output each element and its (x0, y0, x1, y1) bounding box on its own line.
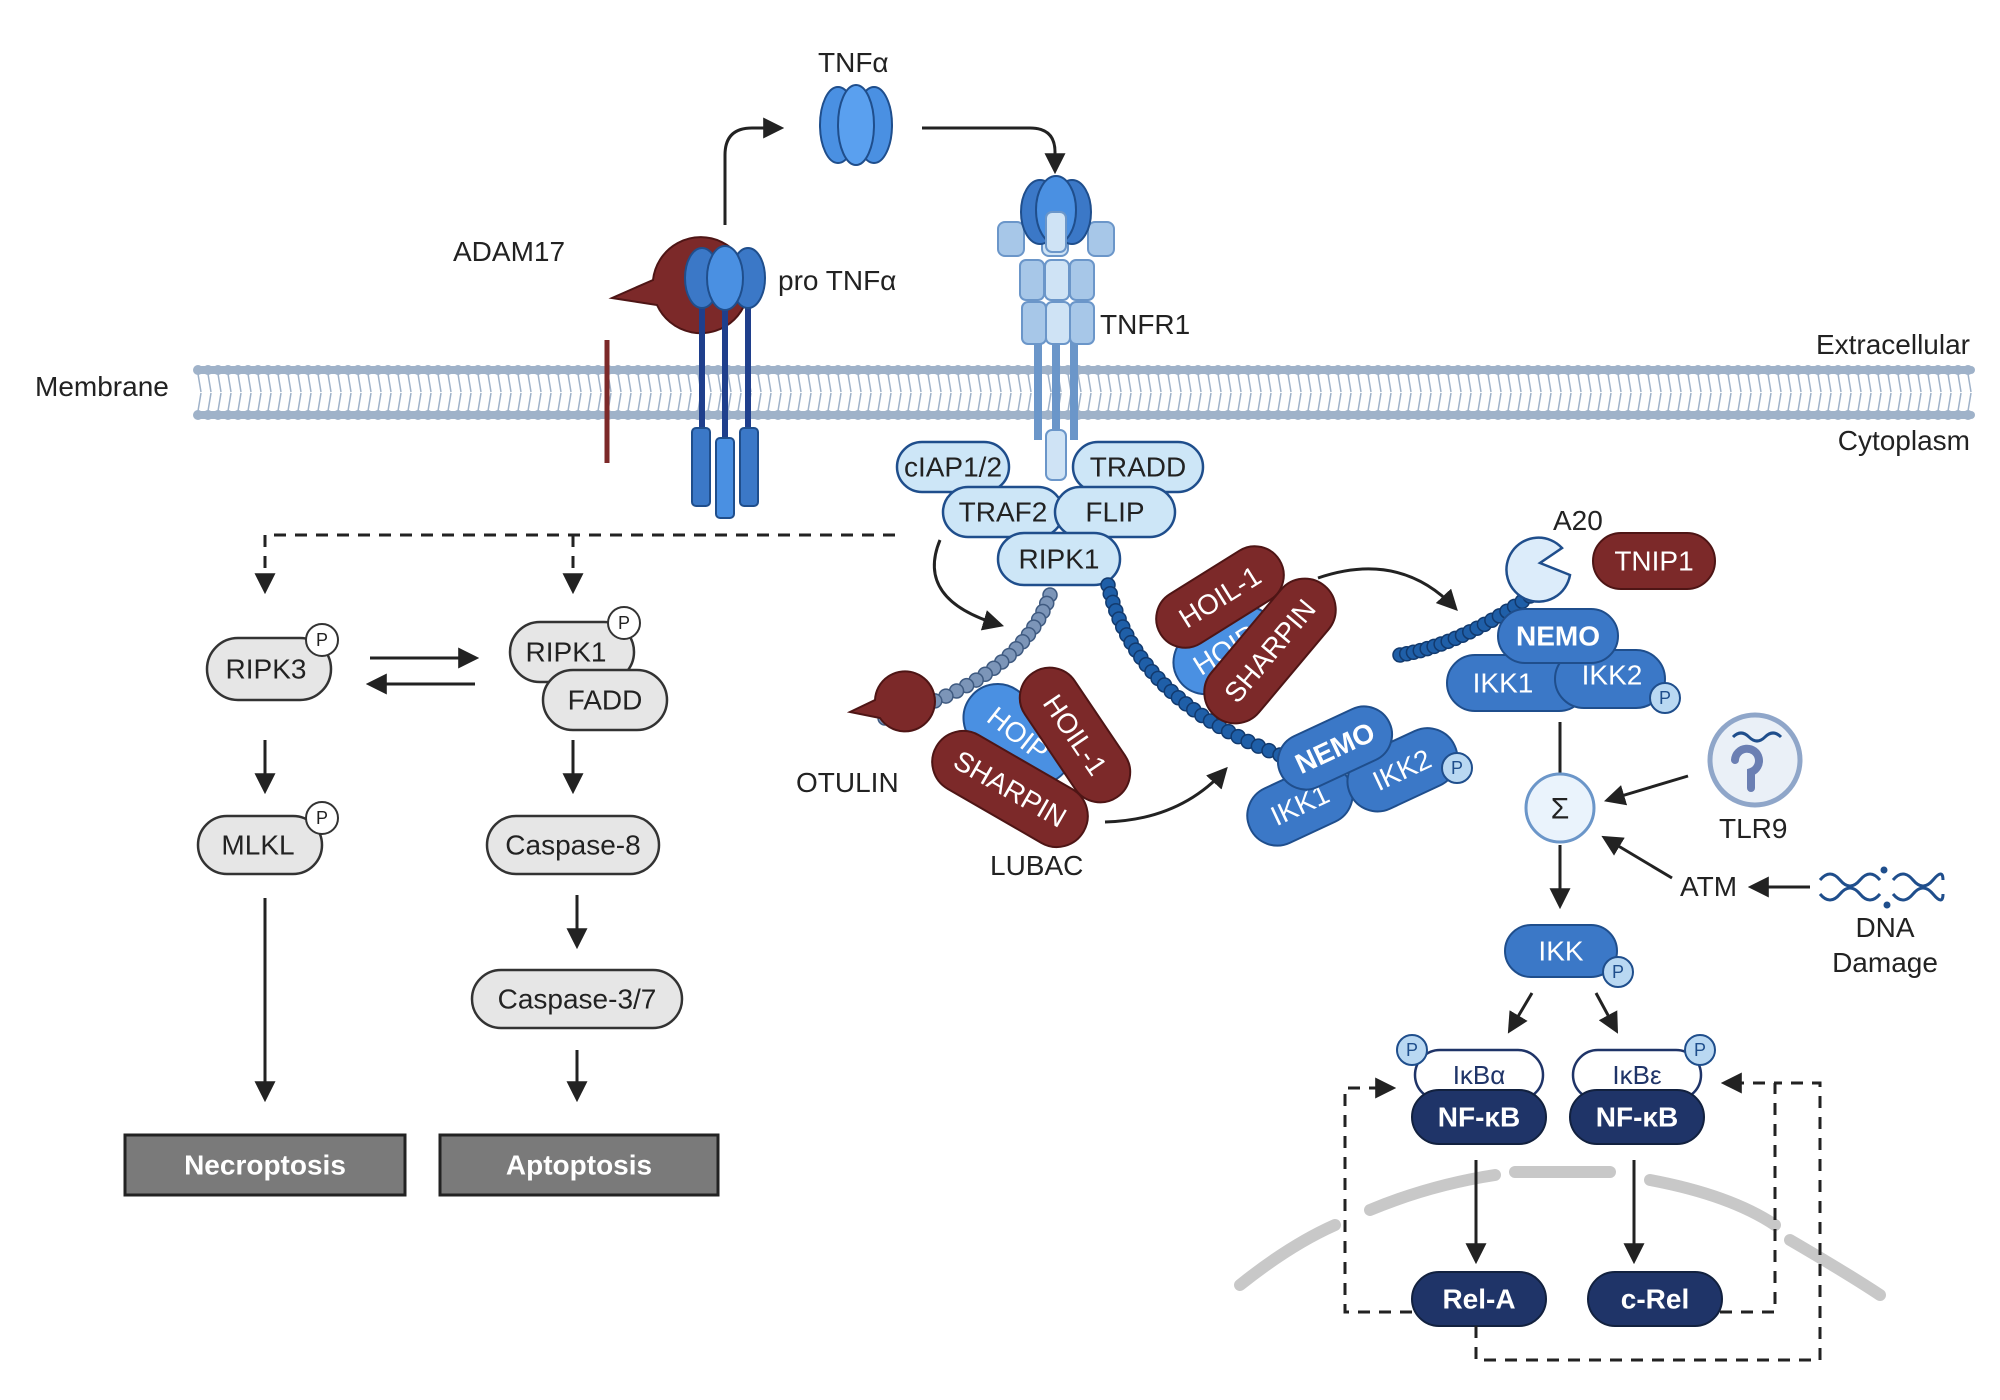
dna-damage-icon (1818, 866, 1945, 909)
ubiquitin-chains (877, 577, 1538, 763)
arrow-pro-to-tnfa (723, 117, 785, 225)
phospho-text: P (618, 613, 630, 633)
phospho-text: P (1659, 688, 1671, 708)
ikk-complex-right: IKK1 IKK2 NEMO P (1446, 608, 1681, 714)
lubac-label: LUBAC (990, 850, 1083, 881)
nfkb-left-text: NF-κB (1438, 1102, 1520, 1133)
arrow-complex-to-chain (932, 539, 1005, 631)
traf2-text: TRAF2 (959, 497, 1048, 528)
arrow-lubac-to-nemo (1104, 766, 1228, 824)
dna-damage-label-1: DNA (1855, 912, 1914, 943)
ciap-text: cIAP1/2 (904, 452, 1002, 483)
nfkb-right-text: NF-κB (1596, 1102, 1678, 1133)
sigma-text: Σ (1551, 793, 1570, 826)
pro-tnfa-protein (684, 245, 766, 519)
tnfa-trimer (819, 84, 893, 166)
tnfa-label: TNFα (818, 47, 889, 78)
nemo-text: NEMO (1516, 621, 1600, 652)
tradd-text: TRADD (1090, 452, 1186, 483)
tnfr1-receptor (997, 175, 1115, 481)
arrow-tlr9-to-sigma (1603, 774, 1689, 806)
nfkb-complexes: IκBα NF-κB P IκBε NF-κB P (1396, 1034, 1716, 1145)
mlkl-pill (196, 814, 324, 876)
caspase37-text: Caspase-3/7 (498, 984, 657, 1015)
arrow-to-a20-complex (1317, 567, 1458, 612)
necroptosis-text: Necroptosis (184, 1150, 346, 1181)
apoptosis-text: Aptoptosis (506, 1150, 652, 1181)
tlr9-label: TLR9 (1719, 813, 1787, 844)
ikk-complex-middle: IKK1 IKK2 NEMO P (1246, 705, 1473, 847)
fadd-pill (541, 668, 669, 732)
pro-tnfa-label: pro TNFα (778, 265, 896, 296)
cell-death-pathway: RIPK3 P RIPK1 P FADD MLKL P Caspase-8 Ca… (123, 606, 720, 1197)
membrane-label: Membrane (35, 371, 169, 402)
apoptosis-box (438, 1133, 720, 1197)
feedback-loops (1343, 1072, 1822, 1362)
otulin-label: OTULIN (796, 767, 899, 798)
necroptosis-box (123, 1133, 407, 1197)
tnip1-text: TNIP1 (1614, 546, 1693, 577)
a20-tnip1-complex: TNIP1 (1505, 532, 1716, 603)
cell-membrane (193, 365, 1975, 420)
phospho-text: P (316, 808, 328, 828)
phospho-text: P (1451, 758, 1463, 778)
phospho-text: P (1406, 1040, 1418, 1060)
dna-damage-label-2: Damage (1832, 947, 1938, 978)
ikk1-text: IKK1 (1473, 668, 1534, 699)
caspase8-text: Caspase-8 (505, 830, 640, 861)
arrow-ikk-to-ikba (1507, 992, 1534, 1034)
ikk-text: IKK (1538, 936, 1583, 967)
a20-label: A20 (1553, 505, 1603, 536)
ripk1-complex-text: RIPK1 (1019, 544, 1100, 575)
rela-pill (1411, 1271, 1547, 1327)
otulin-enzyme (846, 670, 936, 733)
arrow-atm-to-sigma (1601, 835, 1673, 880)
adam17-label: ADAM17 (453, 236, 565, 267)
ikk2-text: IKK2 (1582, 660, 1643, 691)
tnfr1-label: TNFR1 (1100, 309, 1190, 340)
ripk3-phospho-badge (305, 623, 339, 657)
crel-pill (1587, 1271, 1723, 1327)
mlkl-text: MLKL (221, 830, 294, 861)
dashed-branch-lines (254, 533, 895, 595)
ripk3-text: RIPK3 (226, 654, 307, 685)
crel-text: c-Rel (1621, 1284, 1689, 1315)
ripk1-complex-pill (996, 531, 1122, 587)
caspase8-pill (485, 814, 661, 876)
ripk3-pill (205, 636, 333, 702)
nuclear-envelope (1234, 1166, 1886, 1301)
sigma-node (1524, 772, 1596, 844)
ripk1-text: RIPK1 (526, 637, 607, 668)
ripk1-phospho-badge (607, 606, 641, 640)
ikba-text: IκBα (1453, 1060, 1506, 1090)
ikbe-text: IκBε (1612, 1060, 1662, 1090)
mlkl-phospho-badge (305, 801, 339, 835)
extracellular-label: Extracellular (1816, 329, 1970, 360)
flip-text: FLIP (1085, 497, 1144, 528)
phospho-text: P (1694, 1040, 1706, 1060)
caspase37-pill (470, 968, 684, 1030)
receptor-complex: cIAP1/2 TRADD TRAF2 FLIP RIPK1 (895, 440, 1205, 587)
phospho-text: P (316, 630, 328, 650)
tlr9-receptor (1707, 712, 1803, 808)
fadd-text: FADD (568, 685, 643, 716)
cytoplasm-label: Cytoplasm (1838, 425, 1970, 456)
flip-pill (1053, 485, 1177, 539)
rela-text: Rel-A (1442, 1284, 1515, 1315)
lubac-complex-right: HOIP HOIL-1 SHARPIN (1155, 545, 1337, 725)
ikk-pill (1504, 924, 1618, 978)
ikk-phospho-badge (1602, 956, 1634, 988)
atm-label: ATM (1680, 871, 1737, 902)
arrow-tnfa-to-tnfr1 (922, 126, 1066, 175)
arrow-ikk-to-ikbe (1594, 992, 1618, 1034)
phospho-text: P (1612, 962, 1624, 982)
